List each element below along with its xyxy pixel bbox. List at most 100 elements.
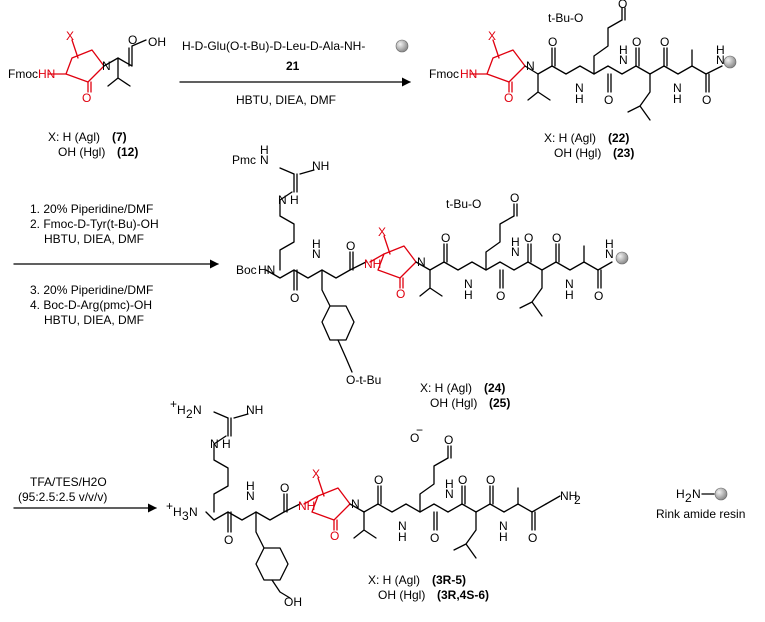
pmc-group: Pmc xyxy=(232,153,256,167)
carbonyl-oxygen: O xyxy=(548,35,557,49)
charge-minus: − xyxy=(416,423,423,437)
p1-number-a: (22) xyxy=(608,131,629,145)
p3-label-a: X: H (Agl) xyxy=(368,573,420,587)
legend-n: N xyxy=(692,487,701,501)
carbonyl-oxygen: O xyxy=(660,35,669,49)
p3-number-a: (3R-5) xyxy=(432,573,466,587)
ester-group: t-Bu-O xyxy=(548,11,583,25)
p1-label-a: X: H (Agl) xyxy=(544,131,596,145)
guanidine-nh: NH xyxy=(312,159,329,173)
carbonyl-oxygen: O xyxy=(524,231,533,245)
boc-group: Boc xyxy=(236,263,257,277)
step2-line-1: 1. 20% Piperidine/DMF xyxy=(30,202,153,216)
step2-line-3: HBTU, DIEA, DMF xyxy=(44,232,144,246)
guanidine-n: N xyxy=(210,437,219,451)
tyr-hydroxyl: OH xyxy=(284,595,302,609)
p3-label-b: OH (Hgl) xyxy=(378,588,425,602)
legend-subscript: 2 xyxy=(685,491,692,505)
charge-plus: + xyxy=(166,499,173,513)
p2-label-a: X: H (Agl) xyxy=(420,381,472,395)
amide-h: H xyxy=(673,92,682,106)
product-22-23: X O Fmoc HN N O O O O O t-Bu-O O N H N H… xyxy=(429,0,737,121)
step2-line-4: 3. 20% Piperidine/DMF xyxy=(30,283,153,297)
legend-caption: Rink amide resin xyxy=(656,507,745,521)
amide-h: H xyxy=(511,235,520,249)
amide-h: H xyxy=(605,237,614,251)
fmoc-group: Fmoc xyxy=(8,67,38,81)
tyr-tbu-ether: O-t-Bu xyxy=(346,373,381,387)
ring-nitrogen: N xyxy=(526,59,535,73)
ammonium-h: H xyxy=(173,505,182,519)
carbonyl-oxygen: O xyxy=(346,239,355,253)
carbonyl-oxygen: O xyxy=(604,93,613,107)
acid-oxygen: O xyxy=(128,33,137,47)
step2-line-2: 2. Fmoc-D-Tyr(t-Bu)-OH xyxy=(30,217,159,231)
reagent-21-number: 21 xyxy=(286,59,300,73)
sm-number-b: (12) xyxy=(117,145,138,159)
amide-n: N xyxy=(398,519,407,533)
amide-h: H xyxy=(716,43,725,57)
ester-carbonyl-o: O xyxy=(618,0,627,11)
product-5-6: + H 2 N NH N H + H 3 N O N H O NH X O N … xyxy=(166,397,581,609)
carbonyl-oxygen: O xyxy=(702,93,711,107)
charge-plus: + xyxy=(170,397,177,411)
subscript-2: 2 xyxy=(574,493,581,507)
carbonyl-oxygen: O xyxy=(430,531,439,545)
agl-nh: NH xyxy=(298,499,315,513)
amide-n: N xyxy=(246,489,255,503)
carbonyl-oxygen: O xyxy=(496,289,505,303)
resin-legend: H 2 N Rink amide resin xyxy=(656,487,745,521)
amide-h: H xyxy=(445,477,454,491)
amide-n: N xyxy=(716,53,725,67)
carbonyl-oxygen: O xyxy=(290,291,299,305)
amide-n: N xyxy=(312,247,321,261)
amide-h: H xyxy=(246,479,255,493)
ester-group: t-Bu-O xyxy=(446,197,481,211)
carboxylate-o: O xyxy=(444,433,453,447)
x-substituent: X xyxy=(378,225,386,239)
guanidine-h: H xyxy=(222,437,231,451)
resin-bead-icon xyxy=(395,39,409,53)
product-24-25: Pmc N H NH N H Boc HN O N H O NH X O N O… xyxy=(232,143,629,387)
amide-h: H xyxy=(575,92,584,106)
amide-n: N xyxy=(673,81,682,95)
step3-line-2: (95:2.5:2.5 v/v/v) xyxy=(18,490,107,504)
amide-n: N xyxy=(605,247,614,261)
amide-n: N xyxy=(464,277,473,291)
carbonyl-oxygen: O xyxy=(486,473,495,487)
p1-label-b: OH (Hgl) xyxy=(554,146,601,160)
reagent-21-formula: H-D-Glu(O-t-Bu)-D-Leu-D-Ala-NH- xyxy=(182,39,365,53)
carbonyl-oxygen: O xyxy=(552,231,561,245)
resin-bead-icon xyxy=(615,251,629,265)
carbonyl-oxygen: O xyxy=(441,231,450,245)
sm-label-a: X: H (Agl) xyxy=(48,130,100,144)
agl-nh: NH xyxy=(364,257,381,271)
resin-bead-icon xyxy=(714,487,728,501)
carbonyl-oxygen: O xyxy=(528,531,537,545)
amide-h: H xyxy=(565,288,574,302)
x-substituent: X xyxy=(488,29,496,43)
ester-carbonyl-o: O xyxy=(510,191,519,205)
p2-number-a: (24) xyxy=(484,381,505,395)
amide-h: H xyxy=(619,43,628,57)
ammonium-n: N xyxy=(189,505,198,519)
amide-n: N xyxy=(565,277,574,291)
p2-number-b: (25) xyxy=(489,396,510,410)
ring-nitrogen: N xyxy=(102,59,111,73)
carbonyl-oxygen: O xyxy=(458,473,467,487)
carbonyl-oxygen: O xyxy=(374,473,383,487)
sm-label-b: OH (Hgl) xyxy=(58,145,105,159)
carboxylate-o: O xyxy=(410,431,419,445)
legend-h: H xyxy=(676,487,685,501)
step3-line-1: TFA/TES/H2O xyxy=(30,475,107,489)
p2-label-b: OH (Hgl) xyxy=(430,396,477,410)
terminal-amide-n: NH xyxy=(560,489,577,503)
amide-n: N xyxy=(575,81,584,95)
p3-number-b: (3R,4S-6) xyxy=(437,588,489,602)
amide-n: N xyxy=(619,53,628,67)
guanidine-h: H xyxy=(290,193,299,207)
oxygen-label: O xyxy=(396,287,405,301)
sm-number-a: (7) xyxy=(112,130,127,144)
carbonyl-oxygen: O xyxy=(632,35,641,49)
